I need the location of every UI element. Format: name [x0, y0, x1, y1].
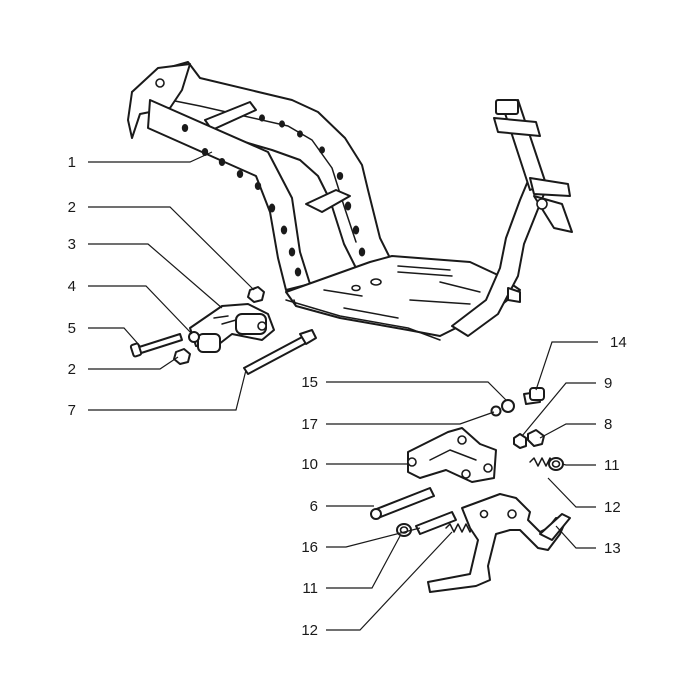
nut-9 [513, 433, 527, 449]
frame-mount-plate [305, 189, 351, 213]
bolt-5-head [129, 342, 143, 358]
frame-floor-slots [323, 265, 481, 319]
bolt-7-head [299, 329, 317, 345]
scooter-frame [127, 61, 573, 341]
washer-17 [490, 405, 502, 417]
stand-bracket-hole [407, 457, 417, 467]
stand-pivot-hole [479, 509, 489, 519]
callout-3: 3 [68, 236, 76, 253]
frame-rear-inner [149, 95, 357, 243]
callout-15: 15 [301, 374, 318, 391]
spring-lower [445, 523, 473, 533]
frame-floor-hole [351, 284, 361, 292]
callout-4: 4 [68, 278, 76, 295]
callout-2-lower: 2 [68, 361, 76, 378]
frame-head-clamp-upper [493, 117, 541, 137]
center-stand-assembly [370, 387, 571, 593]
stand-bracket-rib [429, 449, 477, 461]
pivot-pin-6-head [370, 508, 382, 520]
engine-mount-assembly [129, 286, 317, 375]
callout-1: 1 [68, 154, 76, 171]
frame-lower-bracket [507, 287, 521, 303]
callout-6: 6 [310, 498, 318, 515]
callout-16: 16 [301, 539, 318, 556]
callout-13: 13 [604, 540, 621, 557]
callout-14: 14 [610, 334, 627, 351]
pivot-pin-16 [415, 511, 457, 535]
engine-mount-ribs [213, 315, 237, 325]
bolt-7 [243, 335, 309, 375]
callout-5: 5 [68, 320, 76, 337]
frame-floor-hole [370, 278, 382, 286]
bolt-5 [135, 333, 183, 355]
callout-12-lower: 12 [301, 622, 318, 639]
washer-15 [501, 399, 515, 413]
callout-10: 10 [301, 456, 318, 473]
nut-lower [173, 348, 191, 365]
pivot-pin-6 [373, 487, 435, 519]
callout-labels: 1 2 3 4 5 2 7 14 15 9 17 8 10 11 6 12 16… [68, 154, 627, 639]
washer-4 [188, 331, 200, 343]
engine-mount-bushing [197, 333, 221, 353]
nut-8 [527, 429, 545, 447]
callout-12-upper: 12 [604, 499, 621, 516]
stand-bracket-hole [457, 435, 467, 445]
callout-11-upper: 11 [604, 457, 620, 474]
callout-9: 9 [604, 375, 612, 392]
callout-2-upper: 2 [68, 199, 76, 216]
stand-bracket-hole [483, 463, 493, 473]
frame-floor-edge [285, 299, 441, 341]
bolt-14-head [529, 387, 545, 401]
frame-lightening-holes [181, 114, 366, 277]
center-stand [427, 493, 567, 593]
stand-bracket [407, 427, 497, 483]
stand-pivot-hole [507, 509, 517, 519]
callout-7: 7 [68, 402, 76, 419]
circlip-upper-inner [551, 460, 561, 468]
engine-mount-hub-hole [257, 321, 267, 331]
frame-tail-hole [155, 78, 165, 88]
callout-11-lower: 11 [302, 580, 318, 597]
callout-17: 17 [301, 416, 318, 433]
frame-head-top-cup [495, 99, 519, 115]
stand-bracket-hole [461, 469, 471, 479]
stand-foot-lever [539, 513, 571, 541]
frame-head-clamp-lower [529, 177, 571, 197]
frame-head-bolt [536, 198, 548, 210]
nut-upper [247, 286, 265, 303]
leader-lines [88, 151, 598, 631]
callout-8: 8 [604, 416, 612, 433]
